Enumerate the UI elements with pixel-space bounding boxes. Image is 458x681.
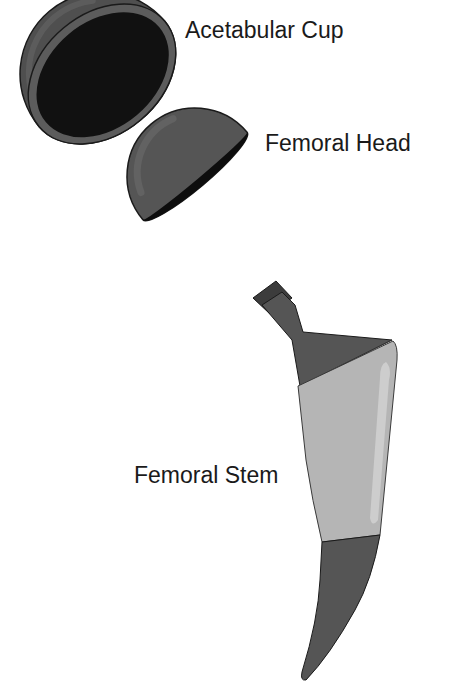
part-label: Femoral Stem: [134, 462, 278, 488]
head-dome: [99, 80, 255, 229]
part-label: Femoral Head: [265, 130, 411, 156]
stem-tip: [302, 535, 381, 680]
stem-highlight: [370, 362, 390, 524]
head-face: [143, 132, 255, 229]
stem-body: [298, 341, 397, 542]
femoral-head: [99, 80, 255, 229]
head-highlight: [116, 117, 196, 193]
part-label: Acetabular Cup: [185, 17, 344, 43]
